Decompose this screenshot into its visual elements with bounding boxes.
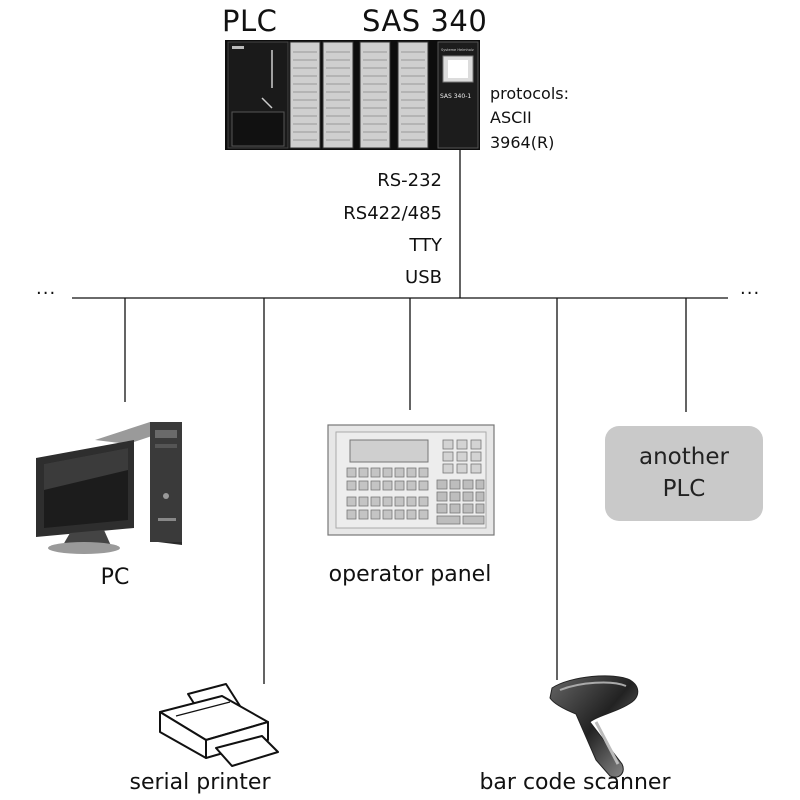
module-label: SAS 340-1	[440, 93, 471, 100]
another-plc-label-line2: PLC	[662, 475, 706, 502]
serial-printer-label: serial printer	[129, 770, 271, 795]
another-plc-label-line1: another	[639, 444, 729, 471]
plc-title: PLC	[222, 4, 278, 38]
protocol-3964r: 3964(R)	[490, 133, 555, 152]
protocol-ascii: ASCII	[490, 108, 532, 127]
bar-code-scanner-icon	[549, 675, 639, 778]
another-plc-box: another PLC	[605, 426, 763, 521]
pc-label: PC	[100, 565, 130, 590]
sas-title: SAS 340	[362, 4, 488, 38]
plc-rack: SAS 340-1 Systeme Helmholz	[225, 40, 480, 150]
interface-rs232: RS-232	[377, 170, 442, 191]
pc-icon	[36, 422, 182, 554]
bus-right-ellipsis: ...	[740, 278, 761, 299]
io-modules	[289, 41, 429, 149]
interface-rs422-485: RS422/485	[343, 203, 442, 224]
operator-panel-icon	[327, 424, 495, 536]
module-brand: Systeme Helmholz	[441, 48, 474, 52]
bar-code-scanner-label: bar code scanner	[479, 770, 671, 795]
interface-tty: TTY	[409, 235, 442, 256]
serial-printer-icon	[159, 683, 279, 767]
sas-module: SAS 340-1 Systeme Helmholz	[437, 41, 479, 149]
operator-panel-label: operator panel	[328, 562, 492, 587]
interface-usb: USB	[405, 267, 442, 288]
bus-left-ellipsis: ...	[36, 278, 57, 299]
protocols-heading: protocols:	[490, 84, 569, 103]
